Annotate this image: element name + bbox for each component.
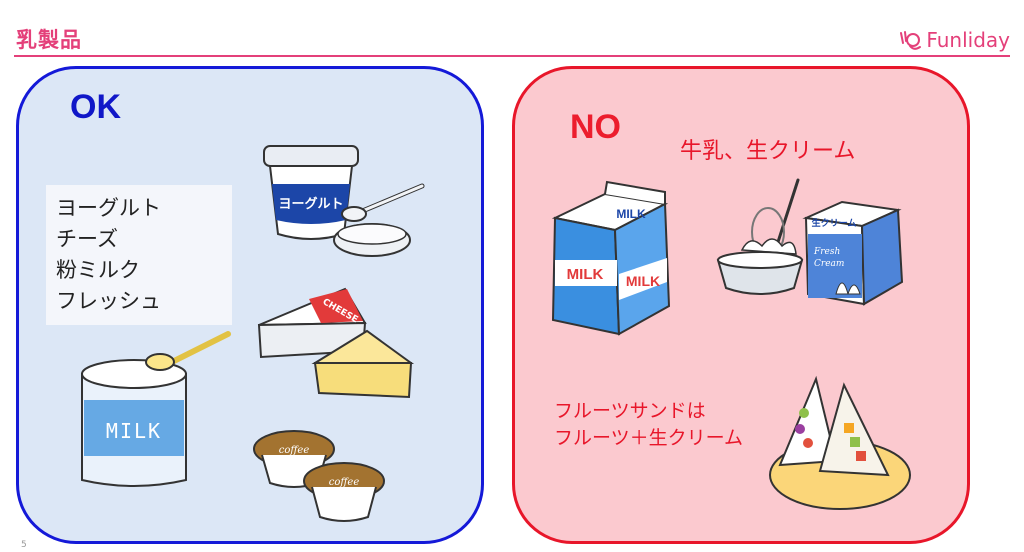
header-divider	[14, 55, 1010, 57]
cream-carton-label: 生クリーム	[812, 217, 857, 229]
ok-label: OK	[70, 88, 121, 126]
no-label: NO	[570, 108, 621, 146]
milk-carton-label-top: MILK	[616, 207, 646, 221]
milk-can-label: MILK	[106, 419, 162, 443]
funliday-icon	[900, 31, 922, 50]
list-item: フレッシュ	[56, 289, 161, 313]
fresh-cream-carton-illustration: 生クリーム Fresh Cream	[802, 200, 904, 306]
ok-items-list: ヨーグルト チーズ 粉ミルク フレッシュ	[46, 185, 232, 325]
milk-powder-can-illustration: MILK	[81, 331, 231, 487]
brand-name: Funliday	[926, 28, 1010, 52]
coffee-label-2: coffee	[329, 477, 360, 488]
milk-carton-label-side: MILK	[626, 273, 660, 289]
milk-carton-illustration: MILK MILK MILK	[551, 180, 671, 336]
coffee-label-1: coffee	[279, 445, 310, 456]
list-item: ヨーグルト	[56, 196, 161, 220]
brand-logo: Funliday	[898, 28, 1010, 52]
no-note-fruit-sandwich: フルーツサンドは フルーツ＋生クリーム	[554, 398, 743, 452]
no-note-milk-cream: 牛乳、生クリーム	[680, 139, 856, 164]
milk-carton-label-front: MILK	[567, 266, 604, 283]
note-line: フルーツサンドは	[554, 400, 706, 422]
page-number: 5	[21, 540, 27, 550]
cheese-illustration: CHEESE	[257, 287, 415, 399]
cream-carton-sub1: Fresh	[813, 247, 840, 257]
fruit-sandwich-illustration	[769, 375, 911, 510]
whipped-cream-bowl-illustration	[716, 178, 804, 295]
yogurt-cup-label: ヨーグルト	[278, 196, 343, 212]
list-item: 粉ミルク	[56, 258, 140, 282]
cream-carton-sub2: Cream	[814, 259, 844, 269]
list-item: チーズ	[56, 227, 118, 251]
yogurt-illustration: ヨーグルト	[263, 145, 425, 257]
page-title: 乳製品	[16, 28, 82, 52]
note-line: フルーツ＋生クリーム	[554, 427, 744, 449]
coffee-creamer-illustration: coffee coffee	[253, 430, 385, 522]
